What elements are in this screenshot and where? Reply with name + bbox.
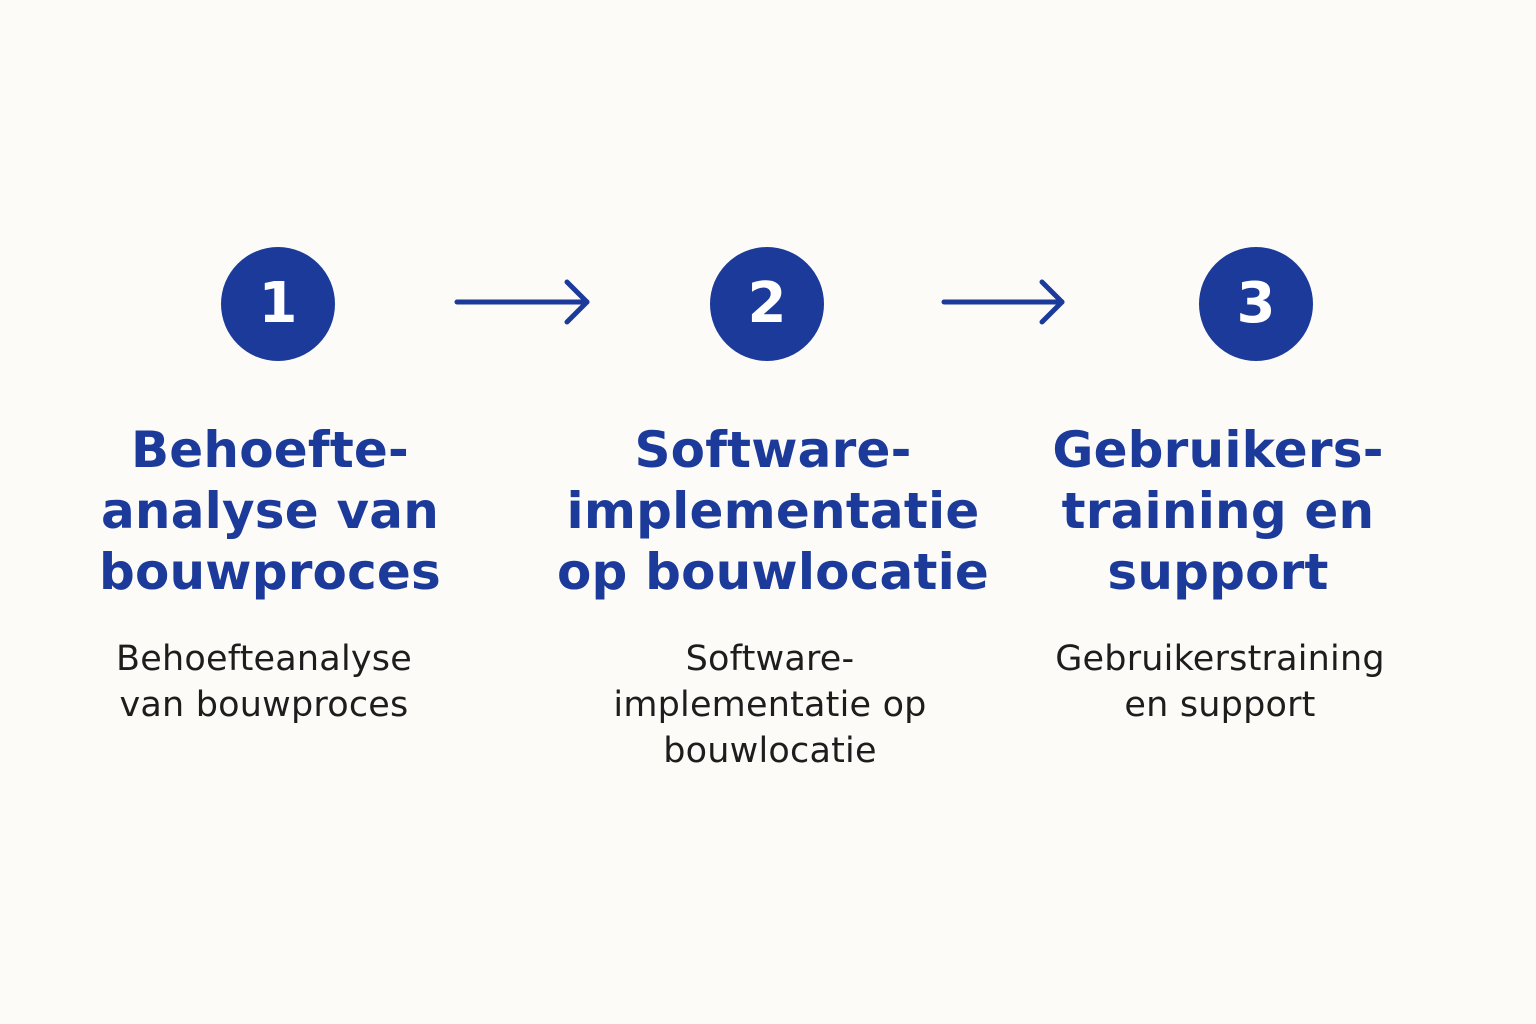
step-1-title-line-3: bouwproces bbox=[98, 543, 442, 601]
step-2-number-badge: 2 bbox=[710, 247, 824, 361]
step-3-title-line-3: support bbox=[1107, 543, 1329, 601]
step-2-title-line-2: implementatie bbox=[566, 482, 980, 540]
step-3-description: Gebruikerstraining en support bbox=[1010, 636, 1430, 728]
arrow-right-icon bbox=[454, 279, 590, 325]
step-3-number: 3 bbox=[1236, 271, 1276, 336]
step-3-number-badge: 3 bbox=[1199, 247, 1313, 361]
step-3-title: Gebruikers- training en support bbox=[998, 420, 1438, 603]
step-1-title-line-2: analyse van bbox=[100, 482, 439, 540]
step-1-desc-line-1: Behoefteanalyse bbox=[116, 639, 412, 679]
step-2-description: Software- implementatie op bouwlocatie bbox=[560, 636, 980, 774]
step-3-title-line-2: training en bbox=[1061, 482, 1375, 540]
step-2-title-line-1: Software- bbox=[634, 421, 912, 479]
arrow-right-icon bbox=[941, 279, 1065, 325]
step-1-title-line-1: Behoefte- bbox=[131, 421, 409, 479]
step-2-desc-line-2: implementatie op bbox=[613, 685, 927, 725]
step-1-number: 1 bbox=[258, 271, 298, 336]
step-1-number-badge: 1 bbox=[221, 247, 335, 361]
step-1-description: Behoefteanalyse van bouwproces bbox=[54, 636, 474, 728]
step-3-desc-line-1: Gebruikerstraining bbox=[1055, 639, 1385, 679]
step-2-number: 2 bbox=[747, 271, 787, 336]
step-1-desc-line-2: van bouwproces bbox=[119, 685, 409, 725]
step-2-title: Software- implementatie op bouwlocatie bbox=[553, 420, 993, 603]
step-1-title: Behoefte- analyse van bouwproces bbox=[50, 420, 490, 603]
step-3-desc-line-2: en support bbox=[1124, 685, 1316, 725]
step-2-desc-line-3: bouwlocatie bbox=[663, 731, 877, 771]
step-3-title-line-1: Gebruikers- bbox=[1052, 421, 1384, 479]
step-2-title-line-3: op bouwlocatie bbox=[556, 543, 990, 601]
step-2-desc-line-1: Software- bbox=[685, 639, 855, 679]
